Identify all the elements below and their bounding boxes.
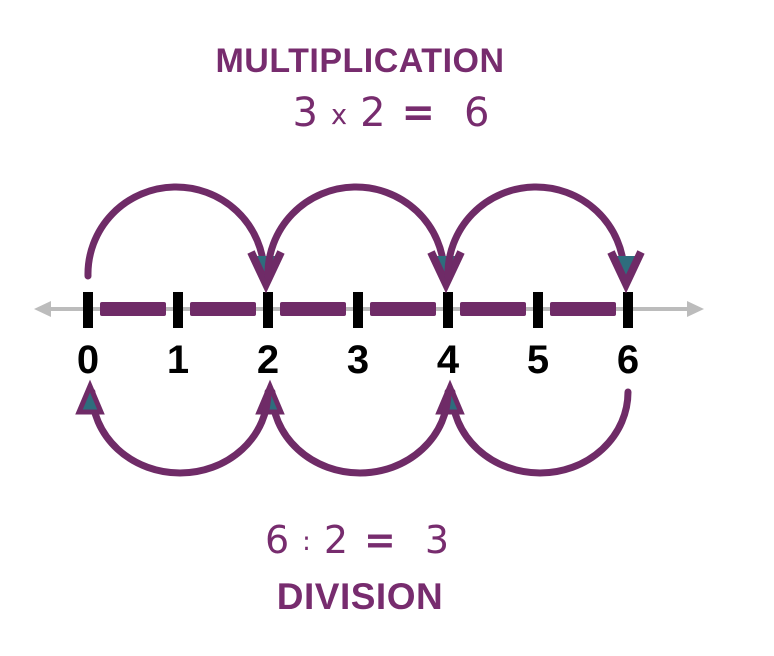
axis-arrow-right-icon	[687, 301, 704, 317]
tick-label: 5	[527, 338, 549, 382]
division-title: DIVISION	[276, 576, 444, 617]
tick-mark	[263, 292, 273, 328]
multiply-icon: x	[330, 99, 348, 131]
tick-label: 6	[617, 338, 639, 382]
mult-operand1: 3	[292, 90, 318, 136]
axis-arrow-left-icon	[34, 301, 51, 317]
multiplication-equation: 3 x 2 = 6	[293, 90, 490, 136]
mult-result: 6	[464, 90, 490, 136]
unit-segment	[100, 302, 166, 316]
mult-operand2: 2	[360, 90, 386, 136]
unit-segment	[280, 302, 346, 316]
arrow-down-icon	[247, 250, 285, 294]
div-result: 3	[424, 518, 450, 562]
tick-label: 2	[257, 338, 279, 382]
arrow-down-icon	[427, 250, 465, 294]
tick-mark	[443, 292, 453, 328]
unit-segment	[460, 302, 526, 316]
tick-label: 3	[347, 338, 369, 382]
multiplication-arc	[264, 183, 448, 280]
tick-mark	[353, 292, 363, 328]
tick-label: 0	[77, 338, 99, 382]
multiplication-arc	[84, 183, 268, 280]
div-operand2: 2	[323, 518, 349, 562]
mult-equals-sign: =	[401, 90, 436, 136]
divide-icon: :	[302, 527, 311, 557]
unit-segment	[550, 302, 616, 316]
division-arc	[268, 388, 452, 477]
tick-label: 4	[437, 338, 460, 382]
div-operand1: 6	[264, 518, 290, 562]
division-arc	[88, 388, 272, 477]
arrow-down-icon	[607, 250, 645, 294]
tick-mark	[623, 292, 633, 328]
unit-segment	[190, 302, 256, 316]
multiplication-arc	[444, 183, 628, 280]
multiplication-title: MULTIPLICATION	[215, 42, 505, 80]
arrowhead-fill	[616, 256, 636, 280]
tick-mark	[173, 292, 183, 328]
tick-mark	[533, 292, 543, 328]
division-equation: 6 : 2 = 3	[265, 518, 449, 562]
unit-segment	[370, 302, 436, 316]
arrow-up-icon	[75, 379, 105, 415]
tick-mark	[83, 292, 93, 328]
tick-label: 1	[167, 338, 189, 382]
division-arc	[448, 388, 632, 477]
div-equals-sign: =	[364, 518, 396, 562]
